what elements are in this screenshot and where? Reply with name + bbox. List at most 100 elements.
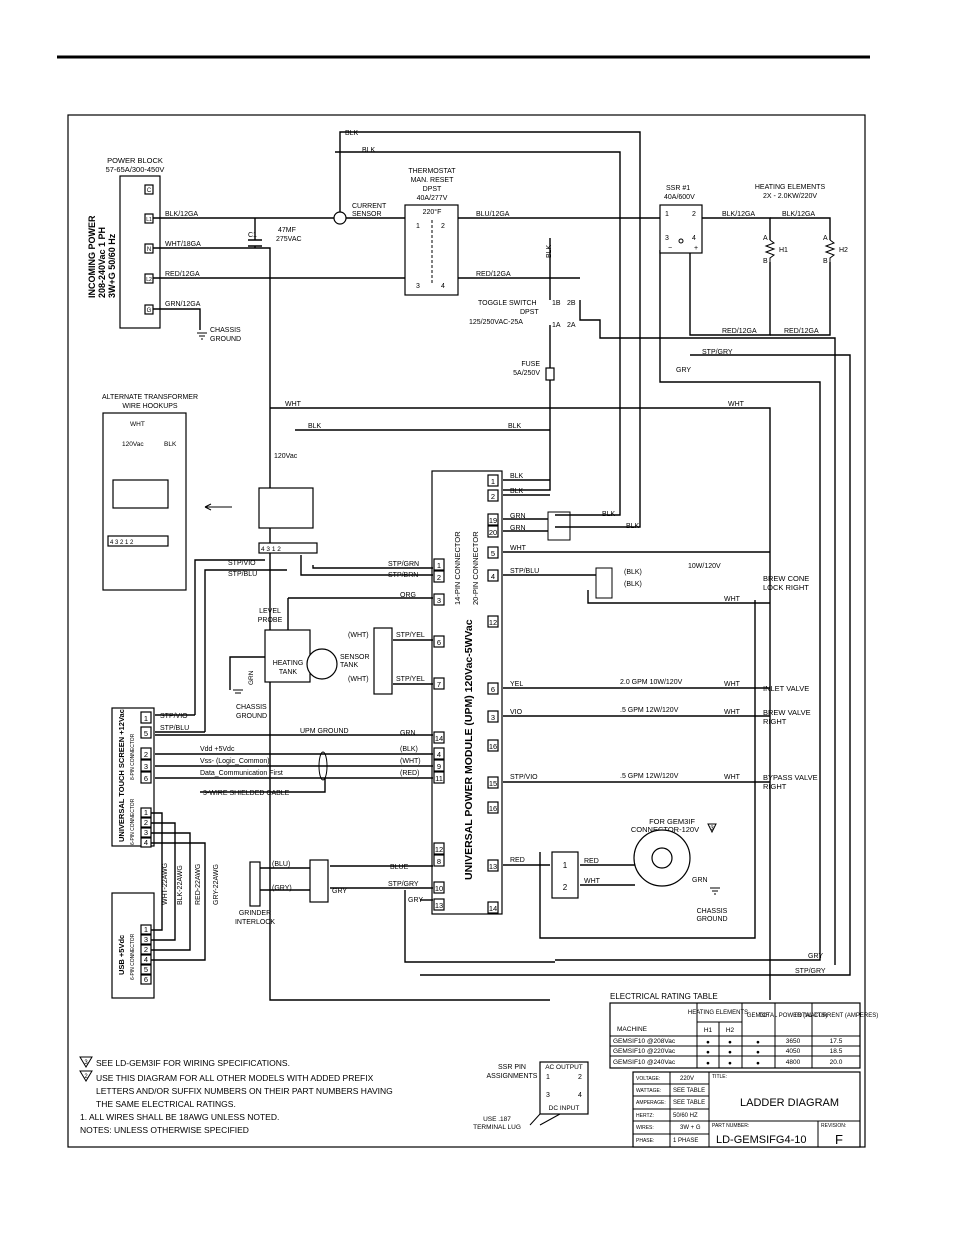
th-h2: H2	[726, 1027, 735, 1034]
lbl-blk12-c: BLK/12GA	[782, 211, 815, 218]
lbl-brew-cone-blk-1: (BLK)	[624, 569, 642, 576]
brew-valve-l2: RIGHT	[763, 717, 787, 726]
ssr-l2: 40A/600V	[664, 194, 695, 201]
xfmr-120vac: 120Vac	[274, 453, 298, 460]
svg-text:1: 1	[563, 861, 568, 870]
touch-screen: UNIVERSAL TOUCH SCREEN +12Vac 8-PIN CONN…	[111, 707, 155, 848]
svg-text:14: 14	[435, 734, 443, 743]
svg-text:1: 1	[144, 714, 148, 723]
svg-text:4050: 4050	[786, 1048, 801, 1055]
ssr-pins-l2: ASSIGNMENTS	[487, 1073, 538, 1080]
svg-text:●: ●	[756, 1049, 760, 1056]
transformer: 120Vac 4 3 1 2	[204, 453, 318, 554]
lbl-blk-5: BLK	[602, 511, 616, 518]
svg-text:6: 6	[144, 975, 148, 984]
lbl-pin13-red: RED	[510, 857, 525, 864]
heating-elements-l1: HEATING ELEMENTS	[755, 184, 826, 191]
alt-transformer-l2: WIRE HOOKUPS	[122, 403, 178, 410]
svg-text:220V: 220V	[680, 1076, 694, 1082]
fuse-l2: 5A/250V	[513, 370, 540, 377]
usb-wire-4: GRY-22AWG	[213, 864, 220, 905]
svg-text:12: 12	[435, 845, 443, 854]
terminal-l2: L2	[146, 277, 152, 283]
svg-text:1: 1	[144, 925, 148, 934]
th-power: TOTAL POWER (WATTS)	[759, 1013, 828, 1019]
alt-blk: BLK	[164, 441, 177, 448]
svg-text:1A: 1A	[552, 322, 561, 329]
terminal-l1: L1	[146, 217, 152, 223]
gem3if-connector: FOR GEM3IF CONNECTOR-120V 3 1 2 CHASSIS …	[551, 817, 728, 923]
lbl-stp-vio-2: STP/VIO	[160, 713, 188, 720]
lbl-wht-2: WHT	[728, 401, 745, 408]
svg-text:14: 14	[489, 904, 497, 913]
incoming-power-line1: INCOMING POWER	[87, 215, 97, 298]
h1-a: A	[763, 235, 768, 242]
h2-a: A	[823, 235, 828, 242]
shield-ellipse	[318, 751, 328, 781]
usb-connector: USB +5Vdc 6-PIN CONNECTOR 1 3 2 4 5 6 WH…	[111, 812, 220, 999]
svg-text:3: 3	[144, 935, 148, 944]
loads: 10W/120V BREW CONE LOCK RIGHT 2.0 GPM 10…	[595, 563, 818, 791]
terminal-c: C	[147, 188, 152, 194]
lbl-upm-grn: GRN	[400, 730, 416, 737]
chassis-ground-1-l1: CHASSIS	[210, 327, 241, 334]
upm-pins-left: 1 2 3 6 7 14 4 9 11 12 8 10 13	[433, 558, 445, 911]
svg-text:3: 3	[665, 235, 669, 242]
svg-text:3: 3	[546, 1092, 550, 1099]
notes: 3 SEE LD-GEM3IF FOR WIRING SPECIFICATION…	[79, 1056, 393, 1135]
usb-wire-1: WHT-22AWG	[162, 863, 169, 905]
lbl-inlet-wht: WHT	[724, 681, 741, 688]
note-1: SEE LD-GEM3IF FOR WIRING SPECIFICATIONS.	[96, 1058, 290, 1068]
svg-text:2: 2	[441, 223, 445, 230]
gem3if-l2: CONNECTOR-120V	[631, 825, 699, 834]
lbl-gry-grinder: GRY	[332, 888, 347, 895]
table-row: GEMSIF10 @220Vac ● ● ● 4050 18.5	[613, 1048, 843, 1056]
terminal-n: N	[147, 247, 151, 253]
svg-text:4800: 4800	[786, 1059, 801, 1066]
lbl-gry-top: GRY	[676, 367, 691, 374]
svg-text:4: 4	[144, 838, 148, 847]
lbl-blk-1: BLK	[345, 130, 359, 137]
capacitor-voltage: 275VAC	[276, 236, 302, 243]
alt-wht: WHT	[130, 421, 145, 428]
thermostat-l2: MAN. RESET	[411, 177, 455, 184]
svg-text:1: 1	[144, 808, 148, 817]
thermostat-l3: DPST	[423, 186, 442, 193]
power-block-rating: 57-65A/300-450V	[106, 165, 165, 174]
lbl-blk-3: BLK	[308, 423, 322, 430]
toggle-switch-l3: 125/250VAC-25A	[469, 319, 523, 326]
upm-ground-label: UPM GROUND	[300, 728, 349, 735]
svg-text:GEMSIF10 @240Vac: GEMSIF10 @240Vac	[613, 1059, 676, 1066]
lbl-pin4-stpblu: STP/BLU	[510, 568, 539, 575]
brew-cone-l1: BREW CONE	[763, 574, 809, 583]
heating-elements: HEATING ELEMENTS 2X - 2.0KW/220V A B H1 …	[755, 184, 848, 265]
signal-vdd: Vdd +5Vdc	[200, 746, 235, 753]
signal-vss: Vss- (Logic_Common)	[200, 758, 270, 765]
svg-text:●: ●	[728, 1060, 732, 1067]
svg-text:SEE TABLE: SEE TABLE	[673, 1100, 705, 1106]
signal-data: Data_Communication First	[200, 770, 283, 777]
current-sensor-l2: SENSOR	[352, 211, 382, 218]
lbl-yel: YEL	[510, 681, 523, 688]
chassis-ground-3-l2: GROUND	[696, 916, 727, 923]
svg-text:HERTZ:: HERTZ:	[636, 1113, 654, 1119]
lbl-grinder-gry: (GRY)	[272, 885, 292, 892]
svg-text:6: 6	[144, 774, 148, 783]
main-wires	[153, 131, 851, 1001]
h2-b: B	[823, 258, 828, 265]
level-probe-l1: LEVEL	[259, 608, 281, 615]
lbl-blue: BLUE	[390, 864, 409, 871]
note-ref-2: 2	[84, 1074, 88, 1080]
heating-tank-l1: HEATING	[273, 660, 304, 667]
svg-text:GEMSIF10 @220Vac: GEMSIF10 @220Vac	[613, 1048, 676, 1055]
grinder-l2: INTERLOCK	[235, 919, 275, 926]
svg-text:5: 5	[144, 729, 148, 738]
svg-text:6: 6	[491, 685, 495, 694]
incoming-power-line2: 208-240Vac 1 PH	[97, 227, 107, 298]
ssr-pins-l1: SSR PIN	[498, 1064, 526, 1071]
upm-wire-labels: BLK BLK GRN GRN BLK BLK WHT STP/BLU (BLK…	[160, 473, 826, 975]
thermostat-l1: THERMOSTAT	[408, 168, 456, 175]
lbl-sig-wht: (WHT)	[400, 758, 421, 765]
svg-text:●: ●	[728, 1049, 732, 1056]
